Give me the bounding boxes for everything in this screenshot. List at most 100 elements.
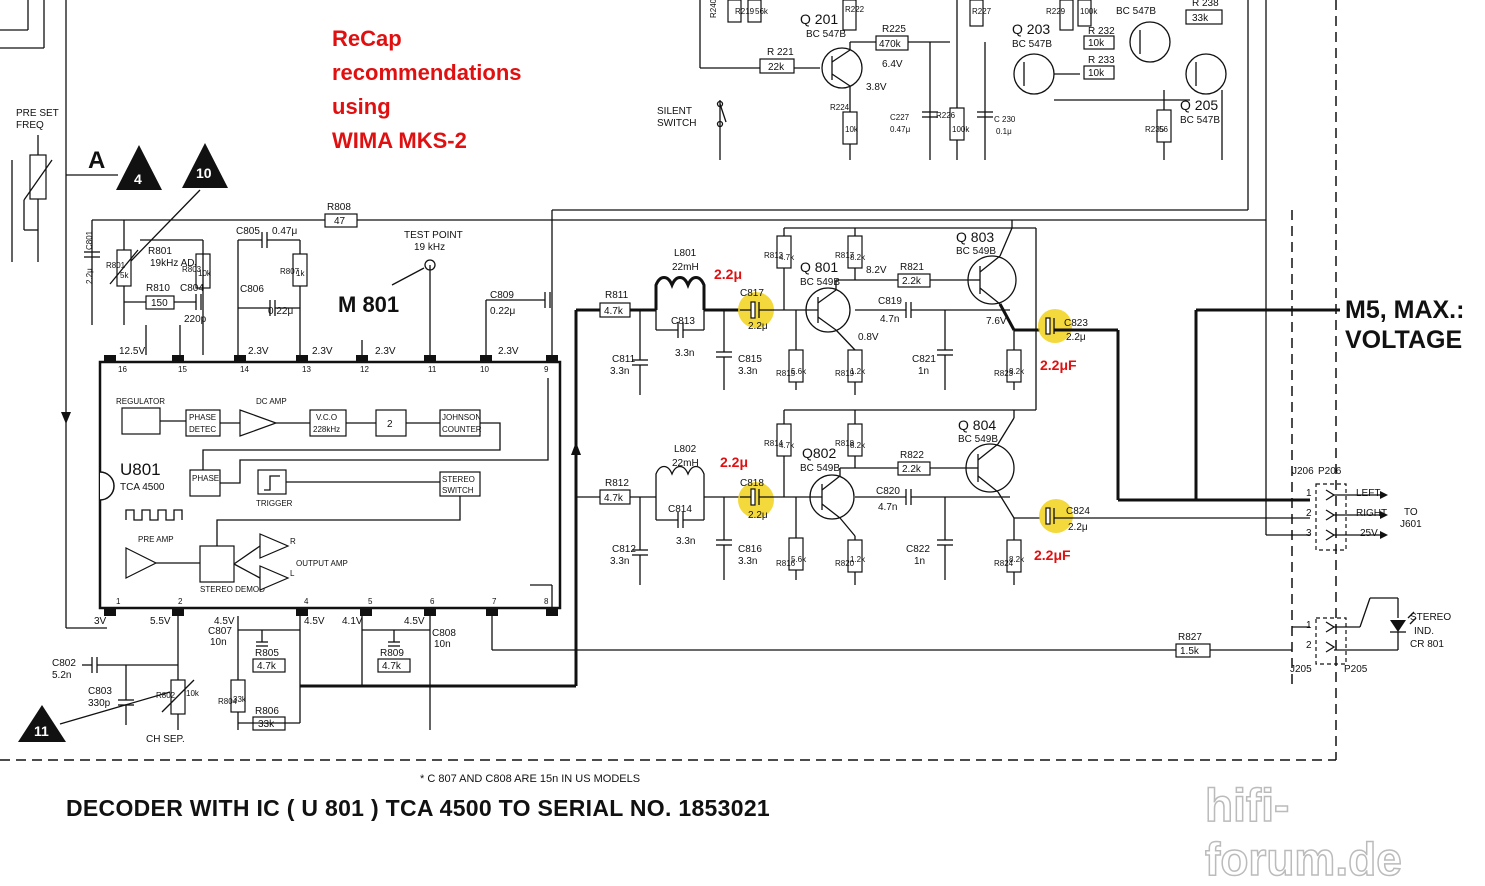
svg-text:C 230: C 230 — [994, 115, 1016, 124]
svg-text:0.47μ: 0.47μ — [272, 226, 297, 237]
svg-text:10n: 10n — [210, 637, 227, 648]
svg-text:R: R — [290, 537, 296, 546]
svg-text:100k: 100k — [952, 125, 970, 134]
svg-text:BC 547B: BC 547B — [1180, 115, 1220, 126]
svg-text:4.7k: 4.7k — [382, 661, 402, 672]
svg-text:Q 201: Q 201 — [800, 11, 838, 27]
svg-text:STEREO DEMOD: STEREO DEMOD — [200, 585, 265, 594]
svg-text:470k: 470k — [879, 39, 902, 50]
svg-text:JOHNSON: JOHNSON — [442, 413, 481, 422]
svg-text:2: 2 — [178, 597, 183, 606]
svg-text:R801: R801 — [148, 246, 172, 257]
svg-text:L801: L801 — [674, 248, 697, 259]
svg-text:REGULATOR: REGULATOR — [116, 397, 165, 406]
svg-text:5k: 5k — [120, 271, 129, 280]
svg-text:2.2μ: 2.2μ — [714, 266, 742, 282]
svg-text:C818: C818 — [740, 478, 764, 489]
svg-text:33k: 33k — [233, 695, 247, 704]
svg-text:R807: R807 — [280, 267, 300, 276]
svg-text:R817: R817 — [835, 251, 855, 260]
svg-text:C807: C807 — [208, 626, 232, 637]
recap-line-2: recommendations — [332, 60, 522, 85]
svg-text:8.2k: 8.2k — [850, 441, 866, 450]
svg-text:15: 15 — [178, 365, 187, 374]
svg-text:2.3V: 2.3V — [248, 346, 269, 357]
watermark: hifi-forum.de — [1204, 778, 1402, 886]
top-right-circuit: 22k R 221 R240 R219 56k Q 201 BC 547B 6.… — [657, 0, 1227, 160]
svg-text:J205: J205 — [1290, 664, 1312, 675]
svg-text:228kHz: 228kHz — [313, 425, 340, 434]
svg-text:R809: R809 — [380, 648, 404, 659]
svg-text:10k: 10k — [186, 689, 200, 698]
svg-text:C823: C823 — [1064, 318, 1088, 329]
svg-text:R229: R229 — [1046, 7, 1066, 16]
svg-text:R235: R235 — [1145, 125, 1165, 134]
svg-text:SWITCH: SWITCH — [657, 118, 696, 129]
svg-text:5.6k: 5.6k — [791, 367, 807, 376]
svg-text:4.7n: 4.7n — [878, 502, 897, 513]
svg-text:J601: J601 — [1400, 519, 1422, 530]
svg-text:3.3n: 3.3n — [675, 348, 694, 359]
svg-text:19 kHz: 19 kHz — [414, 242, 445, 253]
svg-text:4.7k: 4.7k — [257, 661, 277, 672]
svg-text:R808: R808 — [327, 202, 351, 213]
svg-text:3V: 3V — [94, 616, 107, 627]
svg-text:R820: R820 — [835, 559, 855, 568]
svg-text:3: 3 — [1306, 528, 1312, 539]
svg-text:1k: 1k — [296, 269, 305, 278]
footnote: * C 807 AND C808 ARE 15n IN US MODELS — [420, 773, 641, 785]
svg-text:R814: R814 — [764, 439, 784, 448]
recap-line-1: ReCap — [332, 26, 402, 51]
m5-voltage-label: M5, MAX.: VOLTAGE — [1345, 295, 1464, 355]
svg-text:2.2μ: 2.2μ — [1068, 522, 1088, 533]
svg-text:C806: C806 — [240, 284, 264, 295]
recap-line-3: using — [332, 94, 391, 119]
svg-text:6: 6 — [430, 597, 435, 606]
svg-text:3.3n: 3.3n — [738, 556, 757, 567]
svg-text:R240: R240 — [709, 0, 718, 18]
svg-text:10k: 10k — [1088, 68, 1105, 79]
svg-text:4.5V: 4.5V — [404, 616, 425, 627]
supply-rail: 47 R808 C801 2.2μ — [84, 202, 1266, 355]
svg-text:L802: L802 — [674, 444, 697, 455]
svg-text:3.3n: 3.3n — [610, 366, 629, 377]
svg-text:1: 1 — [1306, 620, 1312, 631]
svg-text:R804: R804 — [218, 697, 238, 706]
svg-text:2.2μF: 2.2μF — [1040, 357, 1077, 373]
svg-text:U801: U801 — [120, 460, 161, 479]
svg-text:TO: TO — [1404, 507, 1418, 518]
svg-text:Q802: Q802 — [802, 445, 836, 461]
svg-text:2.2μF: 2.2μF — [1034, 547, 1071, 563]
svg-text:10k: 10k — [845, 125, 859, 134]
svg-text:C808: C808 — [432, 628, 456, 639]
svg-text:1: 1 — [116, 597, 121, 606]
svg-text:TRIGGER: TRIGGER — [256, 499, 293, 508]
svg-text:4.7k: 4.7k — [779, 253, 795, 262]
svg-text:4.5V: 4.5V — [304, 616, 325, 627]
svg-text:C821: C821 — [912, 354, 936, 365]
diagram-title: DECODER WITH IC ( U 801 ) TCA 4500 TO SE… — [66, 795, 771, 821]
svg-text:2: 2 — [1306, 640, 1312, 651]
svg-text:R813: R813 — [764, 251, 784, 260]
svg-text:V.C.O: V.C.O — [316, 413, 337, 422]
svg-text:C819: C819 — [878, 296, 902, 307]
svg-text:Q 804: Q 804 — [958, 417, 996, 433]
ic-u801: U801 TCA 4500 16 12.5V 15 14 2.3V 13 2.3… — [94, 346, 562, 627]
svg-text:2.2μ: 2.2μ — [1066, 332, 1086, 343]
svg-text:R805: R805 — [255, 648, 279, 659]
svg-text:3.3n: 3.3n — [676, 536, 695, 547]
svg-text:P205: P205 — [1344, 664, 1368, 675]
svg-text:R816: R816 — [776, 559, 796, 568]
svg-text:FREQ: FREQ — [16, 120, 44, 131]
svg-text:4.5V: 4.5V — [214, 616, 235, 627]
svg-text:8.2k: 8.2k — [850, 253, 866, 262]
svg-text:10n: 10n — [434, 639, 451, 650]
svg-text:R811: R811 — [605, 290, 629, 301]
svg-text:C803: C803 — [88, 686, 112, 697]
svg-text:C814: C814 — [668, 504, 692, 515]
svg-text:CR 801: CR 801 — [1410, 639, 1444, 650]
svg-text:STEREO: STEREO — [1410, 612, 1451, 623]
svg-text:C805: C805 — [236, 226, 260, 237]
svg-text:2.2k: 2.2k — [902, 276, 922, 287]
svg-text:56k: 56k — [755, 7, 769, 16]
